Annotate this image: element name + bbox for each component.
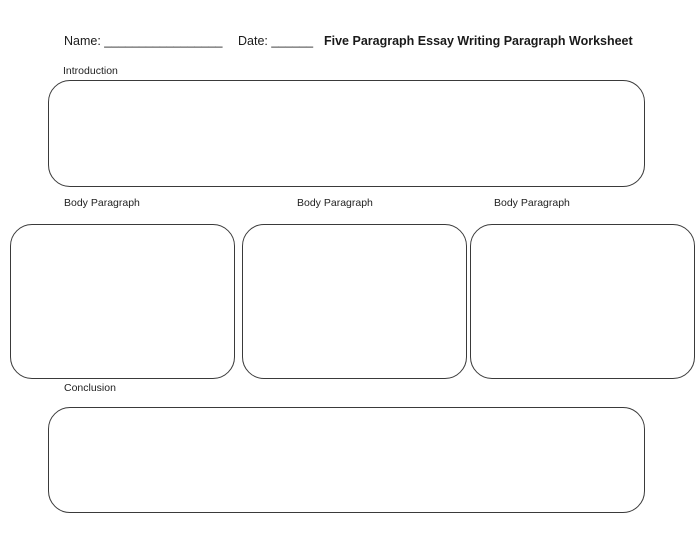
body-paragraph-1-box[interactable] bbox=[10, 224, 235, 379]
date-field[interactable]: Date: ______ bbox=[238, 34, 314, 48]
body-paragraph-2-box[interactable] bbox=[242, 224, 467, 379]
worksheet-title: Five Paragraph Essay Writing Paragraph W… bbox=[324, 34, 633, 48]
body-paragraph-2-label: Body Paragraph bbox=[297, 197, 373, 209]
name-field[interactable]: Name: _________________ bbox=[64, 34, 223, 48]
body-paragraph-3-label: Body Paragraph bbox=[494, 197, 570, 209]
conclusion-label: Conclusion bbox=[64, 382, 116, 394]
body-paragraph-1-label: Body Paragraph bbox=[64, 197, 140, 209]
conclusion-box[interactable] bbox=[48, 407, 645, 513]
introduction-box[interactable] bbox=[48, 80, 645, 187]
introduction-label: Introduction bbox=[63, 65, 118, 77]
body-paragraph-3-box[interactable] bbox=[470, 224, 695, 379]
